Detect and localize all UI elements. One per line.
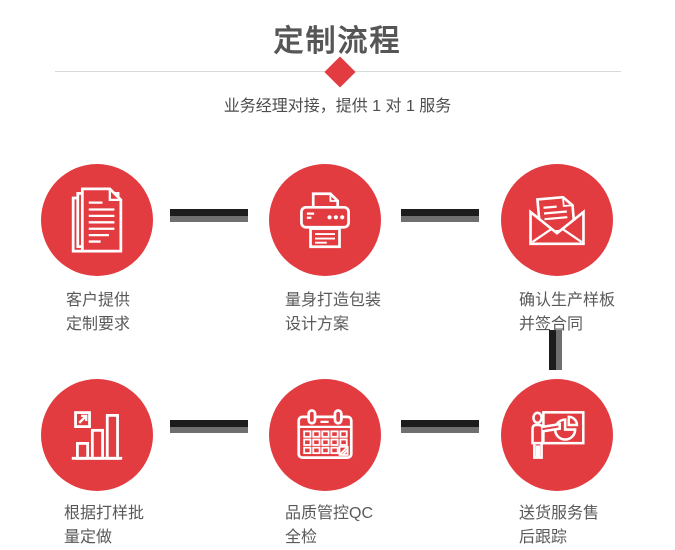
step-circle-quality-control (269, 379, 381, 491)
connector-bar (401, 209, 479, 222)
presentation-icon (528, 406, 586, 464)
bar-chart-icon (69, 406, 125, 464)
step-label: 确认生产样板 并签合同 (519, 292, 616, 333)
connector-bar (170, 209, 248, 222)
step-label: 送货服务售 后跟踪 (519, 505, 600, 546)
envelope-icon (527, 192, 587, 248)
step-circle-customer-requirements (41, 164, 153, 276)
step-label: 品质管控QC 全检 (285, 505, 374, 546)
step-label: 客户提供 定制要求 (66, 292, 131, 333)
calendar-icon (296, 408, 354, 462)
step-circle-packaging-design (269, 164, 381, 276)
step-circle-batch-production (41, 379, 153, 491)
step-label: 根据打样批 量定做 (64, 505, 145, 546)
step-circle-delivery-tracking (501, 379, 613, 491)
connector-bar (170, 420, 248, 433)
step-label: 量身打造包装 设计方案 (285, 292, 382, 333)
page-subtitle: 业务经理对接，提供 1 对 1 服务 (223, 98, 452, 115)
documents-icon (69, 187, 125, 253)
connector-bar (401, 420, 479, 433)
page-title: 定制流程 (273, 25, 402, 58)
step-circle-sample-contract (501, 164, 613, 276)
diamond-icon (324, 56, 356, 88)
printer-icon (296, 190, 354, 250)
connector-bar-vertical (549, 330, 562, 370)
